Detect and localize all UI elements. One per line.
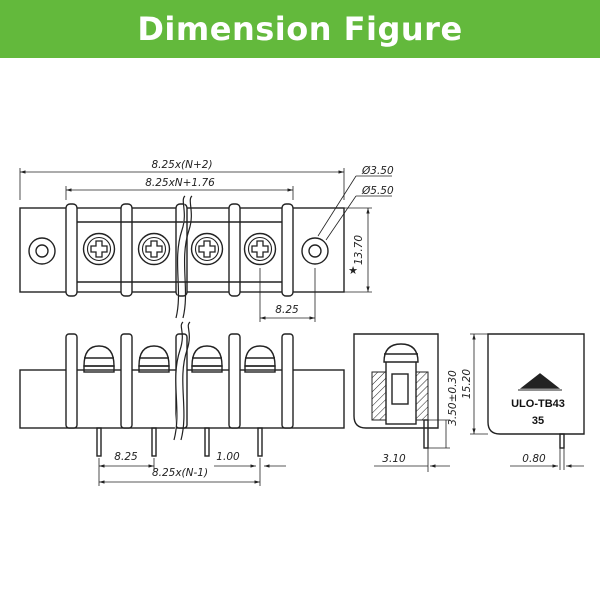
screw-head-icon <box>383 343 419 363</box>
screw-head-icon <box>190 232 224 266</box>
mounting-hole-icon <box>28 237 56 265</box>
dim-pin-length: 3.50±0.30 <box>447 370 459 426</box>
screw-head-icon <box>82 232 116 266</box>
dim-pitch-top: 8.25 <box>275 304 299 316</box>
brand-logo-icon <box>518 373 562 391</box>
dim-pin-span: 8.25x(N-1) <box>152 467 208 479</box>
dim-inner-length: 8.25xN+1.76 <box>145 177 215 189</box>
screw-head-icon <box>191 345 223 373</box>
product-model-label: ULO-TB43 <box>511 398 565 410</box>
dim-pin-thickness: 0.80 <box>522 453 546 465</box>
product-code-label: 35 <box>532 415 544 427</box>
page-title: Dimension Figure <box>137 10 463 48</box>
screw-head-icon <box>138 345 170 373</box>
technical-drawing: 8.25x(N+2) 8.25xN+1.76 Ø3.50 Ø5.50 13.70… <box>19 159 585 486</box>
back-view <box>470 333 585 470</box>
title-banner: Dimension Figure <box>0 0 600 58</box>
dim-hole-inner: Ø3.50 <box>361 165 394 177</box>
top-view <box>19 168 392 322</box>
dim-pitch-front: 8.25 <box>114 451 138 463</box>
side-view <box>353 333 450 472</box>
dim-hole-outer: Ø5.50 <box>361 185 394 197</box>
screw-head-icon <box>244 345 276 373</box>
dim-pin-width: 1.00 <box>216 451 240 463</box>
screw-head-icon <box>243 232 277 266</box>
dim-height-top: 13.70 <box>353 235 365 265</box>
front-view <box>19 321 345 486</box>
dim-overall-length: 8.25x(N+2) <box>151 159 212 171</box>
dim-side-depth: 3.10 <box>382 453 406 465</box>
mounting-hole-icon <box>301 237 329 265</box>
screw-head-icon <box>83 345 115 373</box>
screw-head-icon <box>137 232 171 266</box>
dim-back-height: 15.20 <box>461 369 473 399</box>
star-marker: ★ <box>348 264 358 277</box>
